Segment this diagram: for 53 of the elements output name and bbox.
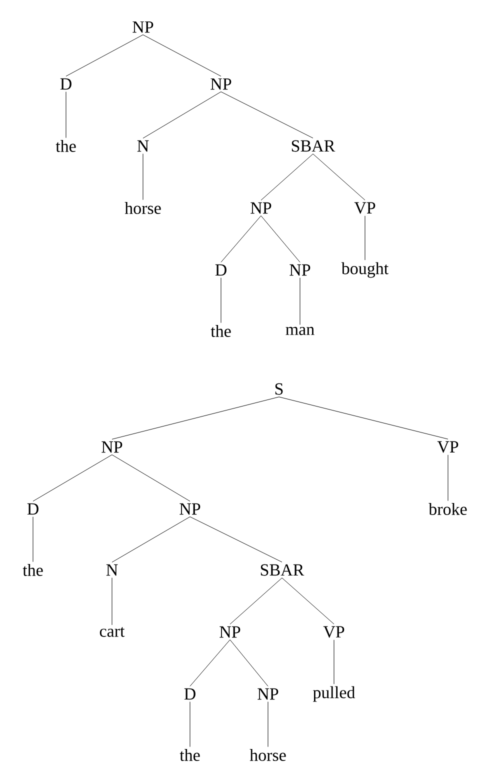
branch-line <box>32 516 34 562</box>
tree-label: the <box>210 325 231 337</box>
tree-label: VP <box>354 202 376 214</box>
branch-line <box>190 640 230 686</box>
tree-label: broke <box>428 503 467 515</box>
tree-label: horse <box>124 202 161 214</box>
branch-line <box>278 396 448 440</box>
tree-label: bought <box>341 262 388 278</box>
tree-label: cart <box>100 627 125 637</box>
tree-label: N <box>137 140 149 152</box>
tree-label: S <box>275 383 283 395</box>
branch-line <box>282 578 334 624</box>
tree-label: pulled <box>313 686 356 702</box>
tree-label: D <box>215 264 226 276</box>
tree-label: man <box>286 326 314 336</box>
tree-label: SBAR <box>260 564 304 576</box>
branch-line <box>220 278 222 324</box>
branch-line <box>260 154 314 200</box>
tree-label: NP <box>132 21 154 33</box>
branch-line <box>66 34 144 76</box>
tree-label: NP <box>220 626 240 638</box>
tree-label: NP <box>102 441 122 453</box>
tree-label: NP <box>210 78 232 90</box>
branch-line <box>142 154 144 200</box>
tree-label: the <box>56 140 76 152</box>
tree-label: D <box>27 503 38 515</box>
tree-label: NP <box>180 503 200 515</box>
branch-line <box>142 34 222 76</box>
tree-label: D <box>60 78 72 90</box>
tree-label: the <box>22 564 43 576</box>
branch-line <box>112 454 190 502</box>
branch-line <box>142 92 222 138</box>
branch-line <box>32 454 112 502</box>
branch-line <box>190 516 282 562</box>
branch-line <box>112 396 280 440</box>
branch-line <box>230 578 282 624</box>
tree-label: VP <box>437 441 458 453</box>
tree-label: D <box>184 688 196 700</box>
tree-label: N <box>106 564 118 576</box>
branch-line <box>364 216 366 260</box>
branch-line <box>220 92 314 138</box>
tree-label: VP <box>323 626 344 638</box>
tree-label: horse <box>250 749 286 761</box>
branch-line <box>220 216 262 262</box>
branch-line <box>260 216 300 262</box>
tree-label: NP <box>258 688 278 700</box>
tree-label: the <box>180 749 200 761</box>
tree-label: NP <box>290 264 310 276</box>
branch-line <box>112 516 190 562</box>
branch-line <box>312 154 366 200</box>
tree-label: SBAR <box>292 140 336 152</box>
tree-label: NP <box>250 202 272 214</box>
branch-line <box>230 640 268 686</box>
